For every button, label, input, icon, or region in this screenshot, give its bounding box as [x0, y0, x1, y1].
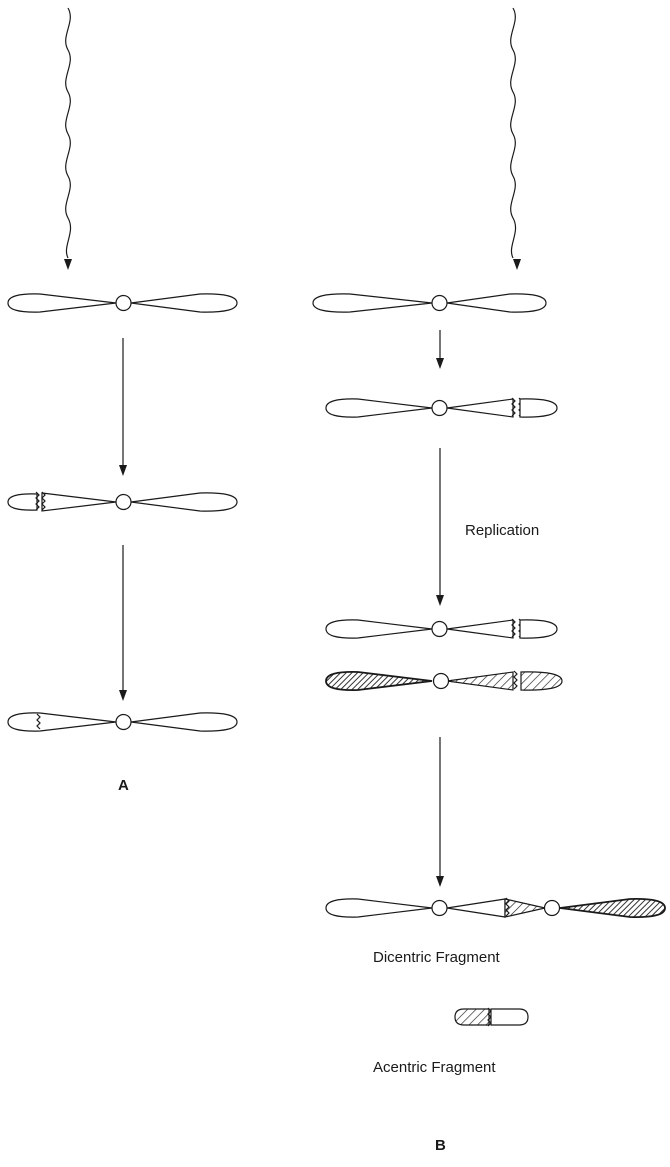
- centromere: [115, 493, 132, 511]
- centromere: [115, 713, 132, 731]
- radiation-wave-b: [510, 7, 517, 259]
- radiation-arrowhead-b: [513, 259, 521, 270]
- chromosome-a-intact: [7, 293, 238, 313]
- acentric-fragment: [454, 1007, 529, 1027]
- radiation-arrowhead-a: [64, 259, 72, 270]
- centromere: [431, 399, 448, 417]
- chromosome-b-intact: [312, 293, 547, 313]
- panel-label-b: B: [435, 1137, 446, 1154]
- radiation-wave-a: [65, 7, 72, 259]
- panel-a: A: [7, 7, 238, 794]
- centromere: [432, 672, 450, 690]
- chromatid-plain: [325, 618, 558, 639]
- panel-b: Replication: [312, 7, 666, 1154]
- centromere: [431, 620, 448, 638]
- chromosome-b-broken: [325, 397, 558, 418]
- chromosome-a-broken: [7, 491, 238, 512]
- break-mark: [511, 397, 516, 417]
- dicentric-chromosome: [325, 897, 666, 918]
- dicentric-label: Dicentric Fragment: [373, 949, 501, 966]
- acentric-label: Acentric Fragment: [373, 1059, 496, 1076]
- centromere: [431, 294, 448, 312]
- replication-label: Replication: [465, 522, 539, 539]
- chromosome-a-rejoined: [7, 712, 238, 732]
- repair-mark: [36, 713, 41, 730]
- break-mark: [35, 491, 40, 511]
- centromere: [431, 899, 448, 917]
- centromere: [115, 294, 132, 312]
- centromere-second: [543, 899, 561, 917]
- panel-label-a: A: [118, 777, 129, 794]
- chromatid-hatched: [325, 670, 563, 691]
